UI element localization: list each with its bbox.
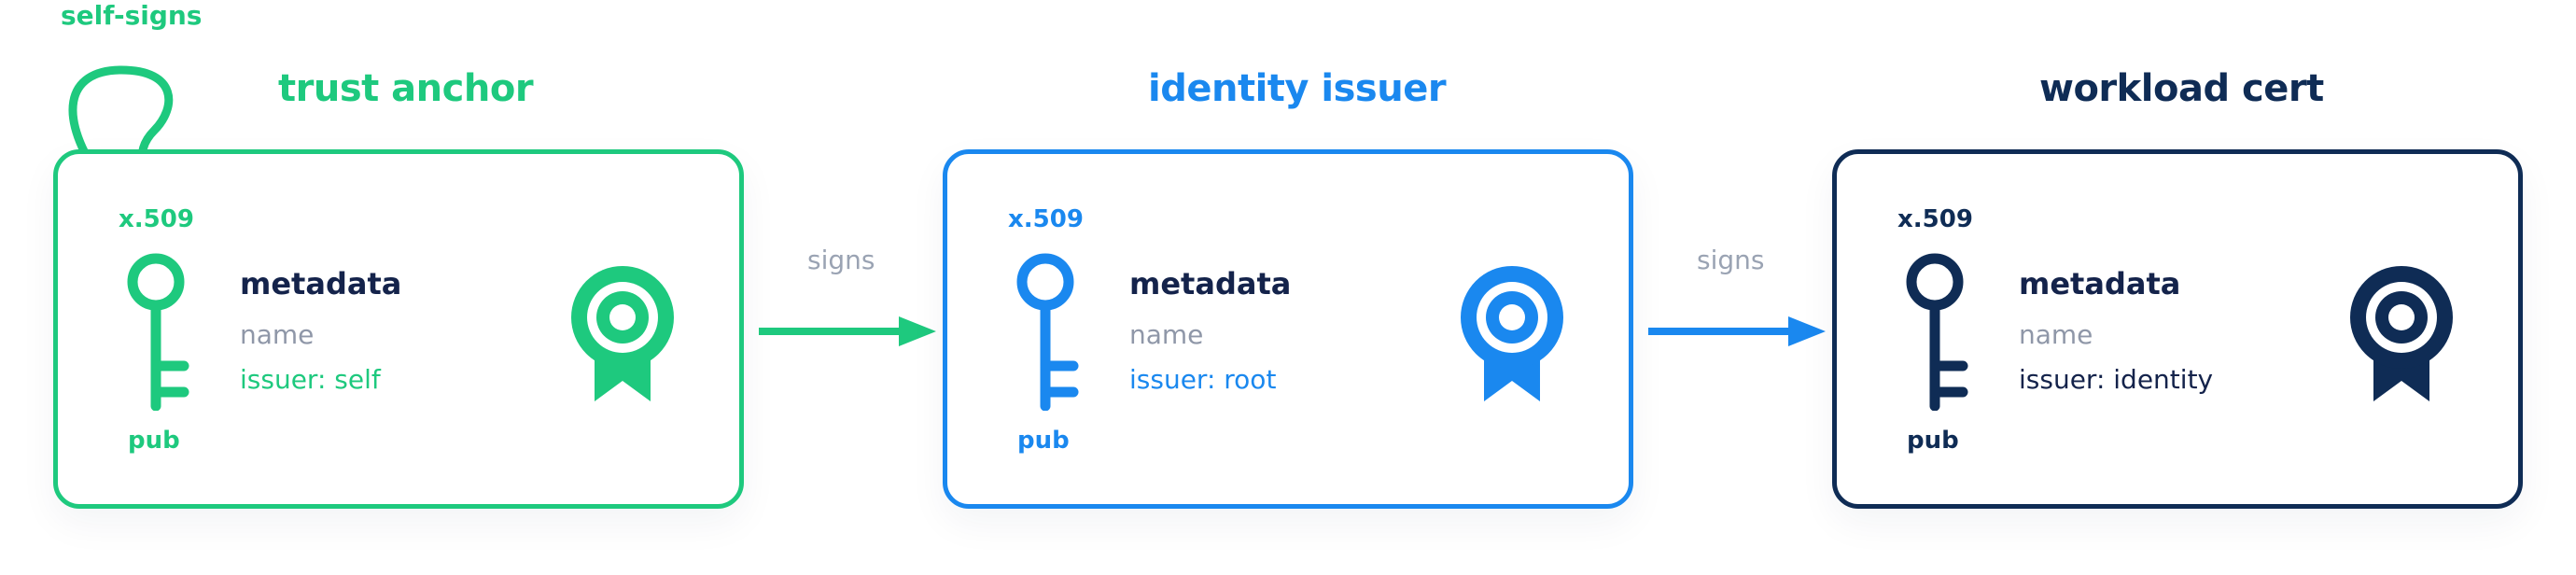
public-key-label: pub [1017, 427, 1070, 455]
metadata-issuer: issuer: root [1129, 364, 1277, 395]
metadata-heading: metadata [240, 266, 402, 302]
certificate-seal-icon [571, 266, 674, 401]
signs-label: signs [807, 245, 875, 275]
key-icon [1906, 253, 1968, 411]
key-icon [1016, 253, 1079, 411]
identity-issuer-card: x.509 pub metadata name issuer: root [943, 149, 1633, 509]
signs-arrow [1648, 316, 1826, 346]
cert-format-label: x.509 [1008, 205, 1084, 233]
workload-cert-title: workload cert [2039, 67, 2324, 110]
identity-issuer-title: identity issuer [1148, 67, 1447, 110]
certificate-seal-icon [2350, 266, 2453, 401]
metadata-issuer: issuer: self [240, 364, 381, 395]
signs-label: signs [1697, 245, 1765, 275]
public-key-label: pub [1907, 427, 1959, 455]
public-key-label: pub [128, 427, 180, 455]
metadata-name: name [2019, 319, 2093, 350]
self-signs-label: self-signs [61, 0, 203, 31]
cert-format-label: x.509 [119, 205, 194, 233]
certificate-seal-icon [1461, 266, 1563, 401]
trust-anchor-title: trust anchor [278, 67, 534, 110]
signs-arrow [759, 316, 936, 346]
workload-cert-card: x.509 pub metadata name issuer: identity [1832, 149, 2523, 509]
trust-anchor-card: x.509 pub metadata name issuer: self [53, 149, 744, 509]
metadata-name: name [240, 319, 315, 350]
key-icon [127, 253, 189, 411]
metadata-heading: metadata [2019, 266, 2181, 302]
cert-format-label: x.509 [1897, 205, 1973, 233]
metadata-heading: metadata [1129, 266, 1292, 302]
metadata-issuer: issuer: identity [2019, 364, 2214, 395]
metadata-name: name [1129, 319, 1204, 350]
